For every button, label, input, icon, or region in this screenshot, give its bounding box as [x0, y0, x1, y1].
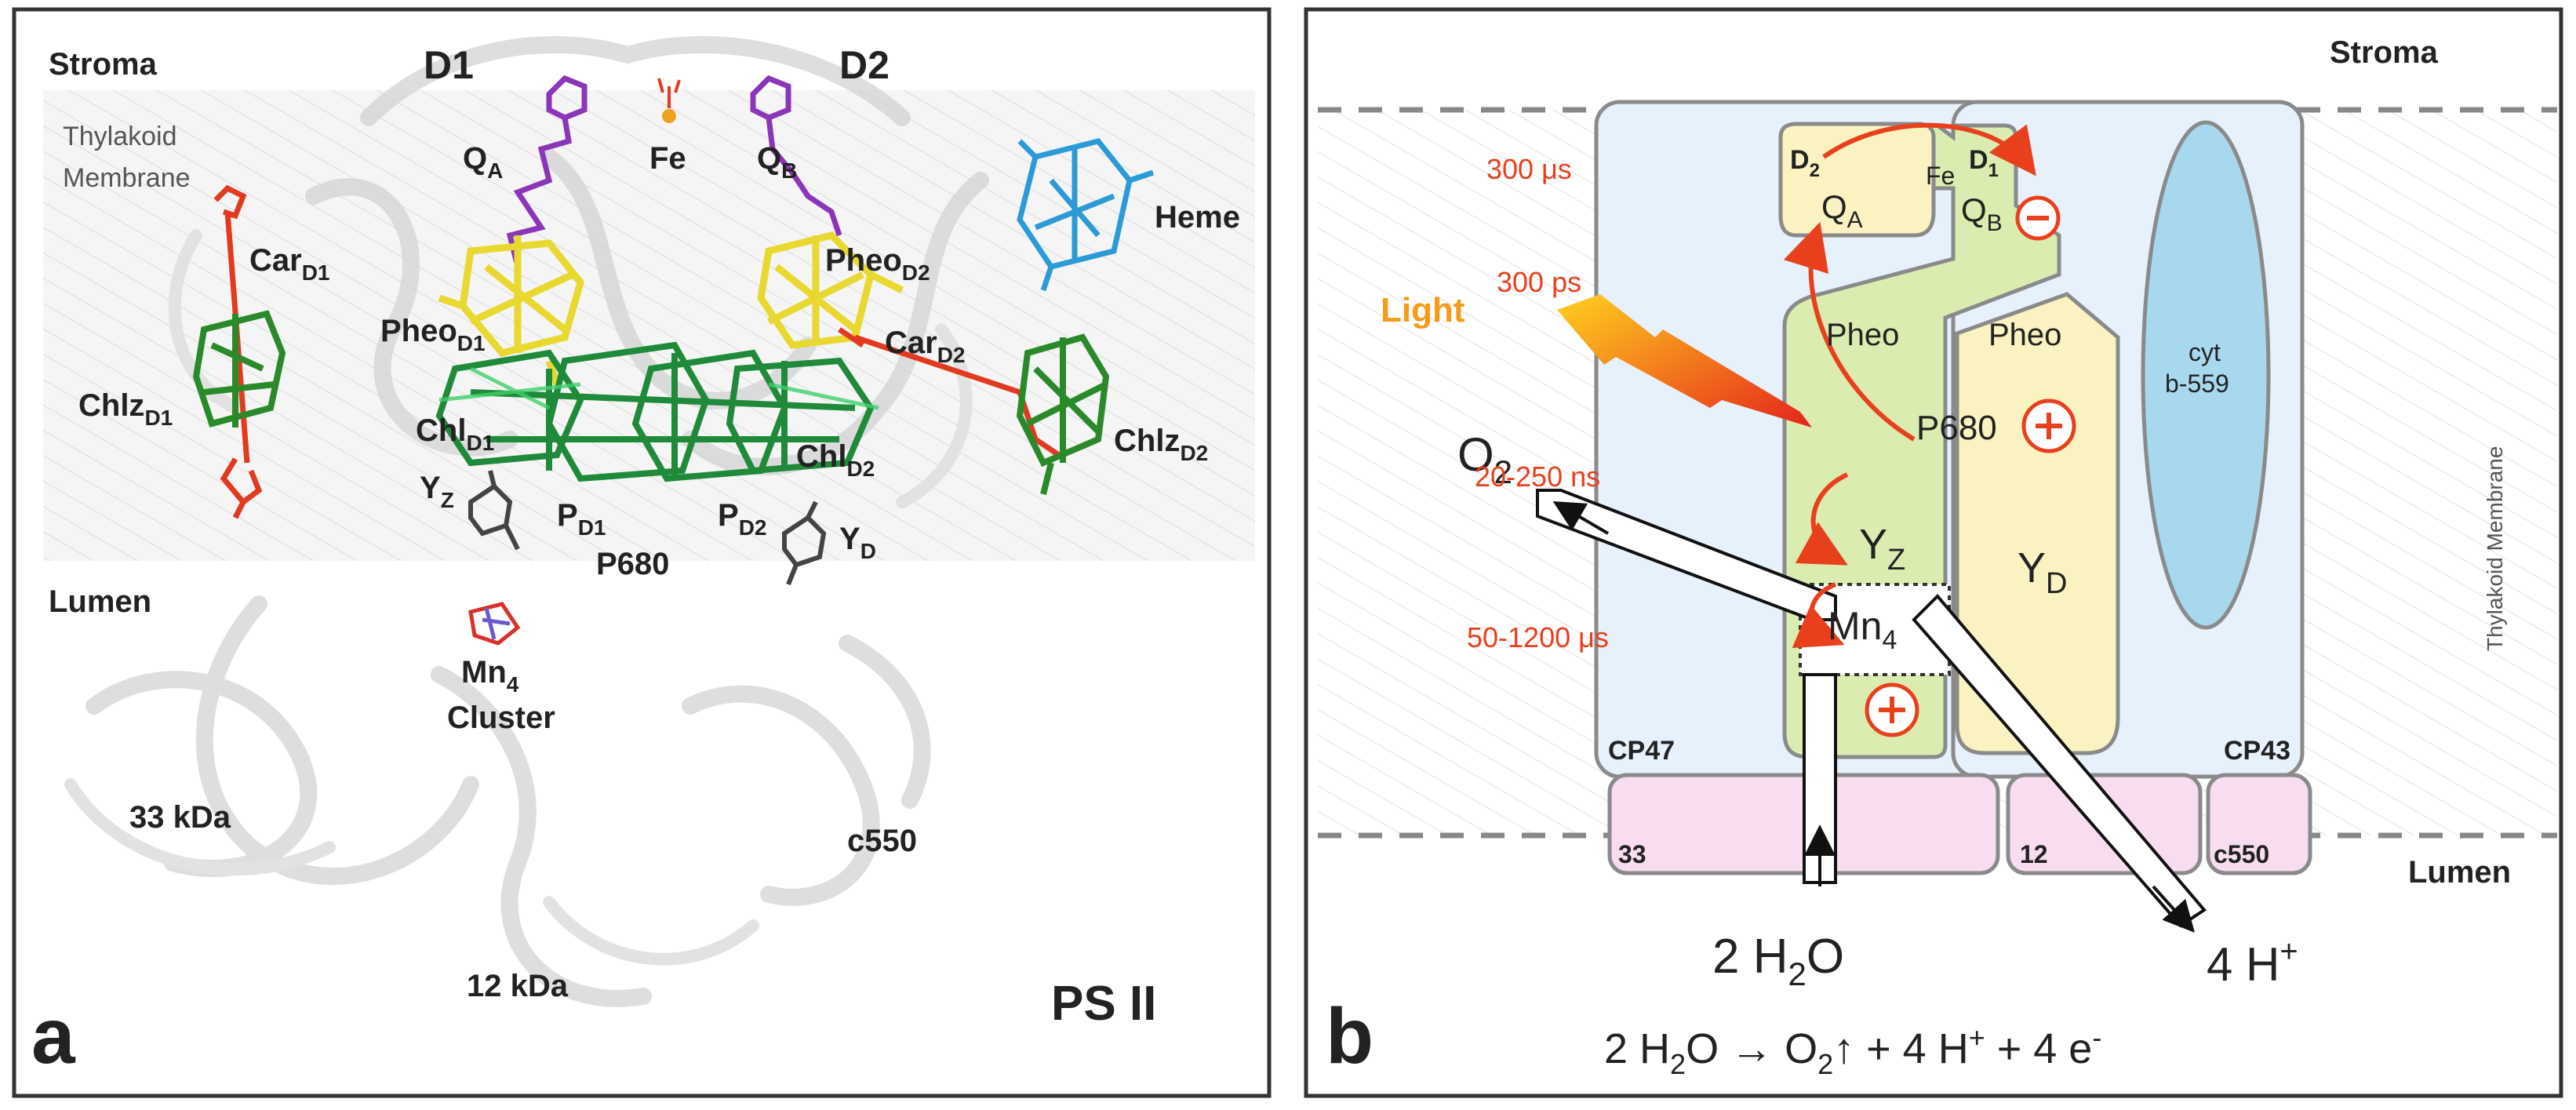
kda33-label: 33 kDa	[129, 800, 231, 835]
p680-label-a: P680	[596, 547, 669, 581]
chlz-d1-molecule	[192, 310, 286, 428]
chlz-d1-label: ChlzD1	[78, 388, 173, 430]
pheo-left-label: Pheo	[1826, 318, 1899, 352]
time-50-1200us: 50-1200 μs	[1467, 621, 1609, 653]
pheo-d2-label: PheoD2	[825, 243, 930, 285]
pheo-right-label: Pheo	[1988, 318, 2061, 352]
lumen-label-b: Lumen	[2408, 855, 2511, 890]
subunit-c550-label: c550	[2214, 840, 2269, 868]
pd1-label: PD1	[557, 498, 606, 540]
water-label: 2 H2O	[1712, 930, 1844, 992]
d1-box-label: D1	[1969, 145, 1999, 181]
psii-label: PS II	[1051, 977, 1156, 1031]
time-300ps: 300 ps	[1497, 266, 1581, 298]
yd-label-b: YD	[2018, 544, 2067, 600]
cyt-b559	[2141, 120, 2271, 630]
proton-arrow	[2152, 885, 2196, 933]
cyt-label-2: b-559	[2165, 369, 2229, 398]
o2-label: O2	[1457, 428, 1512, 490]
cyt-label-1: cyt	[2189, 338, 2221, 366]
p680-label-b: P680	[1916, 409, 1997, 447]
chl-d1-label: ChlD1	[416, 413, 494, 455]
qb-molecule	[750, 75, 842, 237]
mn4-cluster-molecule	[468, 602, 521, 646]
d2-label: D2	[839, 43, 890, 87]
panel-a: Stroma D1 D2 Lumen Thylakoid Membrane QA…	[12, 7, 1272, 1098]
arrow-yz-p680	[1795, 472, 1849, 566]
d1-label: D1	[424, 43, 474, 87]
subunit-12-label: 12	[2020, 840, 2048, 868]
reaction-equation: 2 H2O → O2↑ + 4 H+ + 4 e-	[1604, 1021, 2101, 1080]
light-bolt-icon	[1557, 294, 1812, 428]
qa-label: QA	[463, 141, 503, 183]
panel-b-letter: b	[1326, 992, 1374, 1080]
fe-label: Fe	[649, 141, 686, 176]
o2-arrow	[1552, 500, 1610, 535]
cp43-label: CP43	[2224, 736, 2290, 766]
pheo-d1-molecule	[438, 235, 584, 386]
pd2-label: PD2	[718, 498, 766, 540]
time-20-250ns: 20-250 ns	[1475, 460, 1600, 493]
kda12-label: 12 kDa	[467, 969, 569, 1003]
yd-label: YD	[839, 522, 876, 563]
heme-molecule	[1017, 138, 1155, 292]
subunit-c550	[2206, 773, 2312, 875]
stroma-label-b: Stroma	[2330, 35, 2439, 70]
yd-molecule	[782, 500, 827, 586]
yz-molecule	[468, 470, 520, 551]
thylakoid-label-1: Thylakoid	[63, 122, 177, 151]
chlz-d2-molecule	[1016, 333, 1110, 495]
mn4-label-b: Mn4	[1828, 604, 1897, 655]
heme-label: Heme	[1155, 200, 1240, 235]
cluster-label: Cluster	[447, 701, 555, 735]
arrow-mn4-yz	[1792, 582, 1845, 648]
fe-label-b: Fe	[1926, 162, 1955, 190]
car-d1-label: CarD1	[249, 243, 330, 285]
pheo-d1-label: PheoD1	[380, 314, 486, 355]
lumen-label-a: Lumen	[49, 584, 151, 619]
qa-molecule	[506, 75, 588, 267]
d2-protein-lower	[1955, 292, 2120, 755]
stroma-label-a: Stroma	[49, 47, 158, 82]
thylakoid-label-2: Membrane	[63, 163, 191, 193]
qb-label: QB	[757, 141, 797, 183]
light-label: Light	[1381, 291, 1465, 329]
arrow-qa-qb	[1822, 122, 2036, 177]
cp47-label: CP47	[1608, 736, 1675, 766]
chlz-d2-label: ChlzD2	[1114, 424, 1208, 465]
arrow-p680-qa	[1783, 221, 1916, 442]
p680-chlorophylls	[435, 341, 875, 482]
panel-a-letter: a	[31, 992, 76, 1080]
subunit-33-label: 33	[1618, 840, 1646, 868]
protons-label: 4 H+	[2207, 934, 2298, 991]
chl-d2-label: ChlD2	[796, 439, 875, 481]
proton-pipe	[1912, 594, 2207, 928]
c550-label-a: c550	[847, 824, 917, 858]
mn4-label-a: Mn4	[461, 655, 519, 697]
qb-label-b: QB	[1961, 191, 2003, 236]
charge-icons	[1865, 195, 2076, 737]
d2-box-label: D2	[1790, 145, 1820, 181]
yz-label-b: YZ	[1859, 521, 1905, 577]
car-d2-molecule	[838, 327, 1061, 457]
panel-b: Stroma Lumen D2 D1 CP47 CP43 33 12 c550 …	[1304, 7, 2563, 1098]
yz-label: YZ	[420, 471, 454, 512]
car-d2-label: CarD2	[885, 326, 966, 367]
thylakoid-membrane-label: Thylakoid Membrane	[2483, 446, 2507, 651]
qa-label-b: QA	[1821, 188, 1863, 233]
fe-atom	[662, 109, 676, 123]
time-300us: 300 μs	[1486, 153, 1572, 185]
